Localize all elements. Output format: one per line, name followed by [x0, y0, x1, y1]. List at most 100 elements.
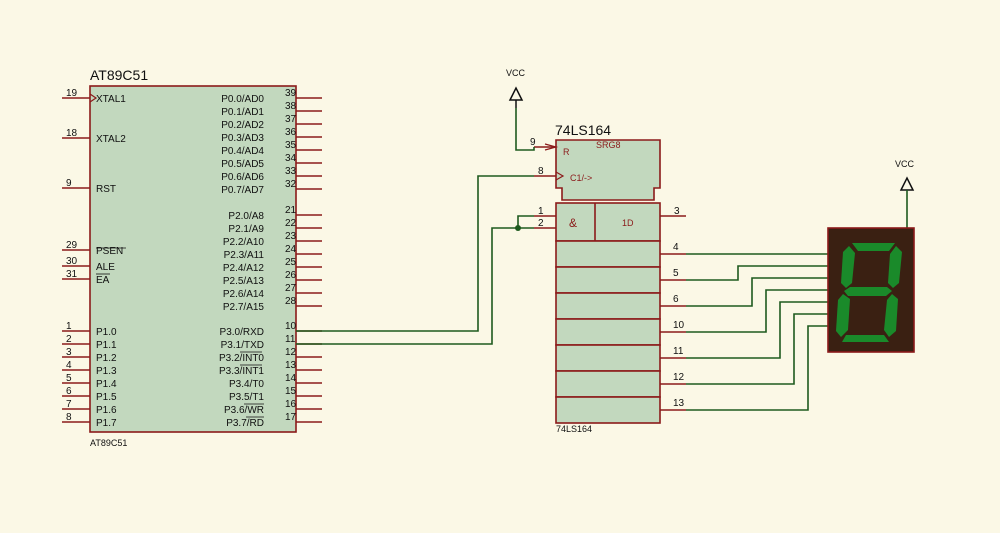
mcu-right-pin-label: P3.7/RD [226, 418, 264, 429]
mcu-right-pin-num: 15 [285, 386, 297, 397]
wire-vcc-reset [515, 108, 535, 151]
sr-clock-label: C1/-> [570, 173, 592, 183]
segment-wire [686, 313, 828, 385]
mcu-right-pin-num: 39 [285, 88, 297, 99]
mcu-left-pin-label: RST [96, 184, 116, 195]
sr-output-stage [555, 318, 661, 346]
mcu-right-pin-label: P2.5/A13 [223, 276, 265, 287]
segment-wire [686, 289, 828, 333]
sr-output-stage [555, 370, 661, 398]
sr-pin-num-in1: 1 [538, 206, 544, 217]
segment-c [884, 294, 898, 337]
mcu-left-pin-label: ALE [96, 262, 115, 273]
segment-e [836, 294, 850, 337]
mcu-right-pin-num: 23 [285, 231, 297, 242]
sr-output-pin-num: 5 [673, 268, 679, 279]
mcu-left-pin-num: 5 [66, 373, 72, 384]
vcc1-symbol [508, 86, 524, 101]
mcu-left-pin-label: XTAL2 [96, 134, 126, 145]
sr-output-pin-num: 12 [673, 372, 685, 383]
sr-pin-num-reset: 9 [530, 137, 536, 148]
mcu-right-pin-label: P2.3/A11 [224, 250, 265, 261]
mcu-left-pin-num: 4 [66, 360, 72, 371]
sr-output-stage [555, 240, 661, 268]
sr-pin-num-in2: 2 [538, 218, 544, 229]
mcu-left-pin-num: 6 [66, 386, 72, 397]
mcu-right-pin-label: P2.0/A8 [228, 211, 264, 222]
mcu-right-pin-label: P2.7/A15 [223, 302, 265, 313]
mcu-right-pin-label: P0.2/AD2 [221, 120, 264, 131]
mcu-right-pin-num: 14 [285, 373, 297, 384]
segment-d [842, 335, 889, 342]
mcu-right-pin-num: 27 [285, 283, 297, 294]
mcu-right-pin-label: P3.6/WR [224, 405, 264, 416]
sr-output-stages [555, 240, 661, 424]
mcu-left-pin-label: P1.7 [96, 418, 117, 429]
mcu-right-pin-num: 25 [285, 257, 297, 268]
mcu-right-pin-label: P3.1/TXD [221, 340, 264, 351]
mcu-left-pin-num: 19 [66, 88, 78, 99]
junction-dot [515, 225, 521, 231]
sr-pin-num-out0: 3 [674, 206, 680, 217]
mcu-right-pin-num: 21 [285, 205, 297, 216]
segment-wire [686, 277, 828, 307]
mcu-right-pin-num: 28 [285, 296, 297, 307]
mcu-left-pin-num: 30 [66, 256, 78, 267]
mcu-left-pin-label: P1.3 [96, 366, 117, 377]
mcu-left-pin-label: PSEN [96, 246, 123, 257]
sr-output-pin-num: 6 [673, 294, 679, 305]
mcu-right-pin-label: P3.4/T0 [229, 379, 264, 390]
mcu-right-pin-label: P0.7/AD7 [221, 185, 264, 196]
segment-wire [686, 265, 828, 281]
sr-ref-label: 74LS164 [556, 424, 592, 434]
sr-control-block [555, 139, 661, 201]
mcu-left-pin-label: P1.4 [96, 379, 117, 390]
sr-output-stage [555, 396, 661, 424]
mcu-left-pin-label: XTAL1 [96, 94, 126, 105]
sr-output-pin-num: 4 [673, 242, 679, 253]
mcu-right-pin-label: P2.4/A12 [223, 263, 265, 274]
mcu-right-pin-num: 36 [285, 127, 297, 138]
mcu-right-pin-num: 38 [285, 101, 297, 112]
segment-b [888, 246, 902, 288]
mcu-right-pin-num: 11 [285, 334, 296, 345]
mcu-right-pin-num: 34 [285, 153, 297, 164]
mcu-right-pin-label: P0.6/AD6 [221, 172, 264, 183]
mcu-left-pin-label: P1.0 [96, 327, 117, 338]
wire-txd-data [296, 227, 534, 345]
mcu-right-pin-num: 35 [285, 140, 297, 151]
mcu-right-pin-label: P3.0/RXD [220, 327, 264, 338]
mcu-right-pin-num: 13 [285, 360, 297, 371]
seven-segment-digit [836, 243, 902, 342]
mcu-left-pin-num: 8 [66, 412, 72, 423]
vcc1-label: VCC [506, 68, 526, 78]
mcu-right-pin-num: 12 [285, 347, 297, 358]
mcu-right-pin-label: P3.3/INT1 [219, 366, 264, 377]
mcu-left-pin-num: 3 [66, 347, 72, 358]
vcc2-symbol [899, 176, 915, 191]
sr-output-stage [555, 344, 661, 372]
mcu-left-pin-num: 9 [66, 178, 72, 189]
mcu-right-pin-label: P0.5/AD5 [221, 159, 264, 170]
mcu-left-pin-num: 1 [66, 321, 72, 332]
sr-reset-label: R [563, 147, 570, 157]
mcu-body [89, 85, 297, 433]
mcu-left-pin-num: 18 [66, 128, 78, 139]
sr-clock-marker [555, 171, 565, 181]
segment-wire [686, 325, 828, 411]
vcc2-label: VCC [895, 159, 915, 169]
mcu-left-pin-num: 31 [66, 269, 78, 280]
mcu-right-pin-num: 16 [285, 399, 297, 410]
wire-rxd-clock [296, 175, 534, 332]
wire-in1-in2-tie [517, 215, 534, 228]
segment-wire [686, 301, 828, 359]
segment-wires [686, 253, 828, 411]
mcu-left-pin-num: 29 [66, 240, 78, 251]
mcu-right-pin-label: P0.1/AD1 [221, 107, 264, 118]
segment-g [844, 287, 892, 296]
mcu-right-pin-label: P2.6/A14 [223, 289, 265, 300]
mcu-right-pin-label: P0.3/AD3 [221, 133, 264, 144]
sr-and-label: & [569, 216, 577, 230]
